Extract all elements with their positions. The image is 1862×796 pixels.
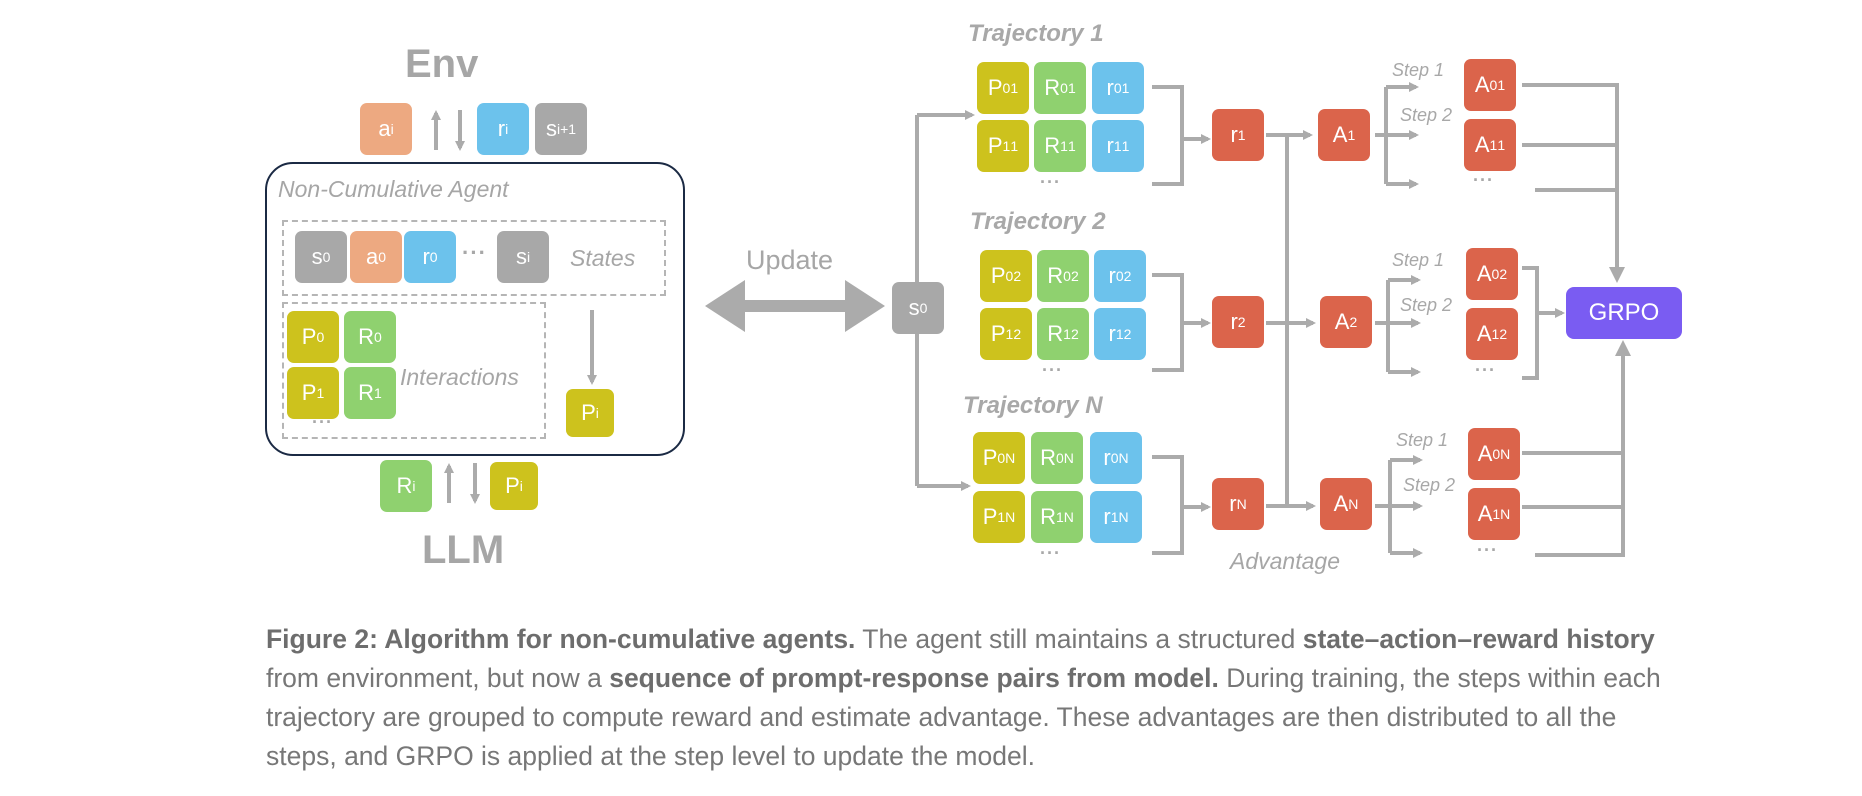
interactions-group [282,302,546,439]
update-double-arrow [705,280,885,332]
agent-title: Non-Cumulative Agent [278,176,509,202]
caption-text-2: from environment, but now a [266,663,610,693]
caption-bold-1: state–action–reward history [1302,624,1655,654]
advantage-label: Advantage [1230,548,1340,574]
grpo-box: GRPO [1566,287,1682,339]
trajn-step1-label: Step 1 [1396,430,1449,450]
states-label: States [570,245,636,271]
traj2-step2-label: Step 2 [1400,295,1453,315]
figure-caption: Figure 2: Algorithm for non-cumulative a… [266,620,1686,776]
traj2-advantage-ellipsis: ··· [1475,360,1496,380]
caption-bold-2: sequence of prompt-response pairs from m… [609,663,1219,693]
interactions-ellipsis: ··· [312,412,333,432]
trajn-ellipsis: ··· [1040,543,1061,563]
update-label: Update [746,245,834,275]
traj2-step1-label: Step 1 [1392,250,1445,270]
traj1-step1-label: Step 1 [1392,60,1445,80]
interactions-label: Interactions [400,364,519,390]
trajectory-n-label: Trajectory N [963,392,1103,419]
states-ellipsis: ··· [462,240,487,265]
states-group [282,220,666,296]
trajectory-2-label: Trajectory 2 [970,208,1106,235]
llm-title: LLM [422,528,505,572]
trajn-step2-label: Step 2 [1403,475,1456,495]
caption-text-1: The agent still maintains a structured [855,624,1303,654]
trajectory-1-label: Trajectory 1 [968,20,1104,47]
caption-figure-label: Figure 2: Algorithm for non-cumulative a… [266,624,856,654]
traj1-step2-label: Step 2 [1400,105,1453,125]
traj1-advantage-ellipsis: ··· [1473,170,1494,190]
traj1-ellipsis: ··· [1040,172,1061,192]
caption-text-3: During training, the steps within each t… [266,663,1661,771]
agent-container [265,162,685,456]
trajn-advantage-ellipsis: ··· [1477,540,1498,560]
traj2-ellipsis: ··· [1042,360,1063,380]
env-title: Env [405,42,479,86]
